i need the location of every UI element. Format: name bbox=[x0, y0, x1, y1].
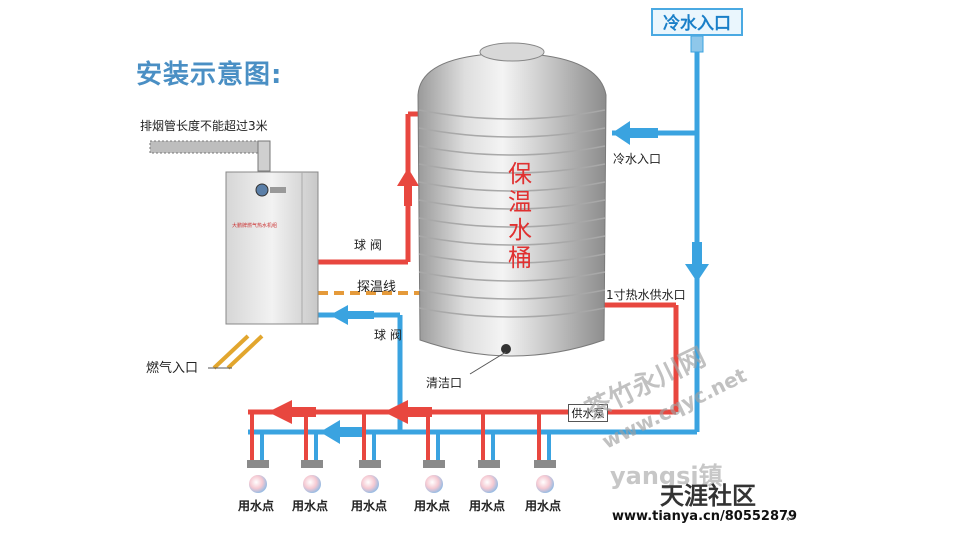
cold-arrow-left bbox=[612, 121, 658, 145]
outlet-fixtures bbox=[247, 460, 556, 493]
hot-arrow-up bbox=[397, 168, 419, 206]
sensor-line-label: 探温线 bbox=[357, 280, 397, 295]
outlet-label: 用水点 bbox=[351, 499, 388, 513]
heater-label: 大鹏牌燃气热水机组 bbox=[232, 223, 278, 229]
gas-inlet-label: 燃气入口 bbox=[146, 361, 199, 376]
clean-port-label: 清洁口 bbox=[426, 376, 463, 390]
outlet-label: 用水点 bbox=[414, 499, 451, 513]
valve-bottom-label: 球 阀 bbox=[374, 328, 402, 342]
outlet-drops bbox=[250, 412, 551, 462]
gas-heater-unit bbox=[225, 171, 319, 325]
outlet-label: 用水点 bbox=[469, 499, 506, 513]
outlet-label: 用水点 bbox=[292, 499, 329, 513]
hot-arrow-dist-2 bbox=[384, 400, 432, 424]
chimney-pipe bbox=[149, 140, 271, 172]
gas-lines bbox=[212, 334, 264, 370]
watermark-community: 天涯社区 bbox=[660, 482, 756, 510]
cold-inlet-side-label: 冷水入口 bbox=[613, 152, 662, 166]
watermark-ghost: yangsi镇 bbox=[610, 462, 723, 490]
valve-top-label: 球 阀 bbox=[354, 238, 382, 252]
cold-arrow-dist bbox=[320, 420, 366, 444]
diagram-title: 安装示意图: bbox=[136, 60, 283, 90]
tank-label: 保温水桶 bbox=[508, 160, 532, 272]
pump-label: 供水泵 bbox=[568, 404, 608, 422]
hot-supply-label: 1寸热水供水口 bbox=[606, 288, 686, 302]
outlet-label: 用水点 bbox=[238, 499, 275, 513]
cold-arrow-return bbox=[330, 305, 374, 325]
insulated-tank bbox=[417, 42, 607, 357]
outlet-label: 用水点 bbox=[525, 499, 562, 513]
clean-port-leader bbox=[469, 351, 507, 375]
chimney-note: 排烟管长度不能超过3米 bbox=[140, 119, 268, 133]
hot-arrow-dist-1 bbox=[268, 400, 316, 424]
return-mark: ↵ bbox=[786, 514, 795, 525]
cold-inlet-top-label: 冷水入口 bbox=[651, 8, 743, 36]
watermark-forum-url: www.tianya.cn/80552879 bbox=[612, 509, 798, 524]
cold-arrow-down bbox=[685, 242, 709, 282]
cold-inlet-fitting bbox=[690, 35, 704, 53]
